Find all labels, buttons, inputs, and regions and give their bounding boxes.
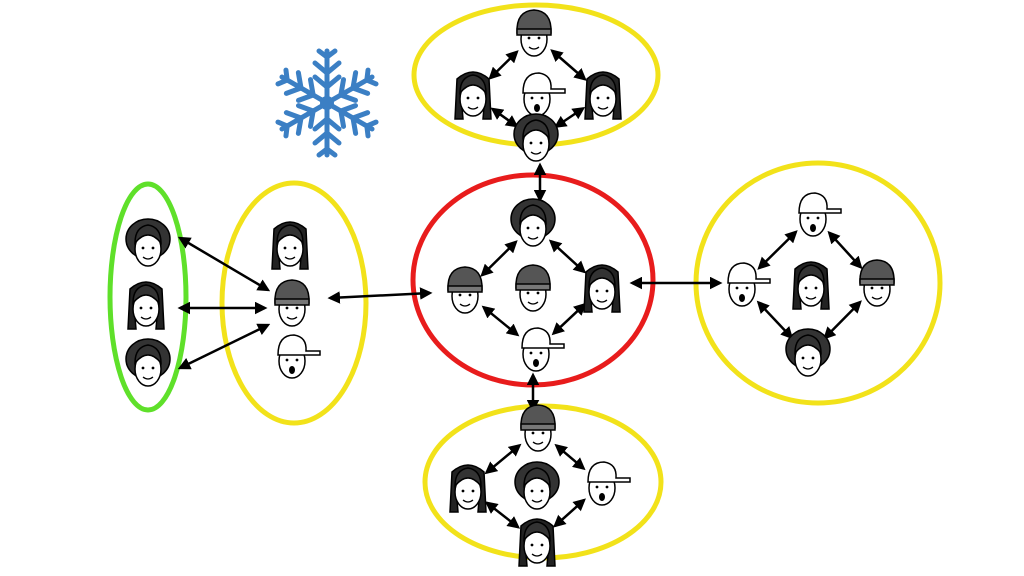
double-arrow xyxy=(548,239,587,274)
beanie-hair-face-icon xyxy=(859,259,895,307)
double-arrow xyxy=(827,230,863,270)
beanie-hair-face-icon xyxy=(520,404,556,452)
long-hair-face-icon xyxy=(792,261,830,310)
double-arrow xyxy=(488,50,519,80)
double-arrow xyxy=(177,236,271,292)
curly-hair-face-icon xyxy=(513,113,559,162)
curly-hair-face-icon xyxy=(125,338,171,387)
cap-hair-face-icon xyxy=(798,192,842,237)
double-arrow xyxy=(490,107,519,128)
double-arrow xyxy=(553,106,586,129)
double-arrow xyxy=(757,230,798,270)
group-green-ellipse xyxy=(107,181,189,413)
long-hair-face-icon xyxy=(271,221,309,270)
long-hair-face-icon xyxy=(449,464,487,513)
double-arrow xyxy=(553,498,586,528)
cap-hair-face-icon xyxy=(277,334,321,379)
double-arrow xyxy=(551,302,587,336)
cap-hair-face-icon xyxy=(522,72,566,117)
long-hair-face-icon xyxy=(583,264,621,313)
long-hair-face-icon xyxy=(584,71,622,120)
beanie-hair-face-icon xyxy=(516,9,552,57)
curly-hair-face-icon xyxy=(510,198,556,247)
snowflake-icon xyxy=(275,48,379,158)
long-hair-face-icon xyxy=(518,518,556,567)
beanie-hair-face-icon xyxy=(447,266,483,314)
double-arrow xyxy=(823,300,862,340)
double-arrow xyxy=(756,300,794,340)
cap-hair-face-icon xyxy=(587,461,631,506)
curly-hair-face-icon xyxy=(514,461,560,510)
double-arrow xyxy=(550,49,587,81)
long-hair-face-icon xyxy=(127,281,165,330)
curly-hair-face-icon xyxy=(785,328,831,377)
double-arrow xyxy=(327,287,433,304)
cap-hair-face-icon xyxy=(521,327,565,372)
cap-hair-face-icon xyxy=(727,262,771,307)
beanie-hair-face-icon xyxy=(515,264,551,312)
double-arrow xyxy=(177,323,271,370)
curly-hair-face-icon xyxy=(125,218,171,267)
long-hair-face-icon xyxy=(454,71,492,120)
double-arrow xyxy=(484,501,521,529)
double-arrow xyxy=(480,240,518,277)
beanie-hair-face-icon xyxy=(274,279,310,327)
double-arrow xyxy=(484,443,522,475)
double-arrow xyxy=(554,443,586,471)
double-arrow xyxy=(481,305,520,337)
